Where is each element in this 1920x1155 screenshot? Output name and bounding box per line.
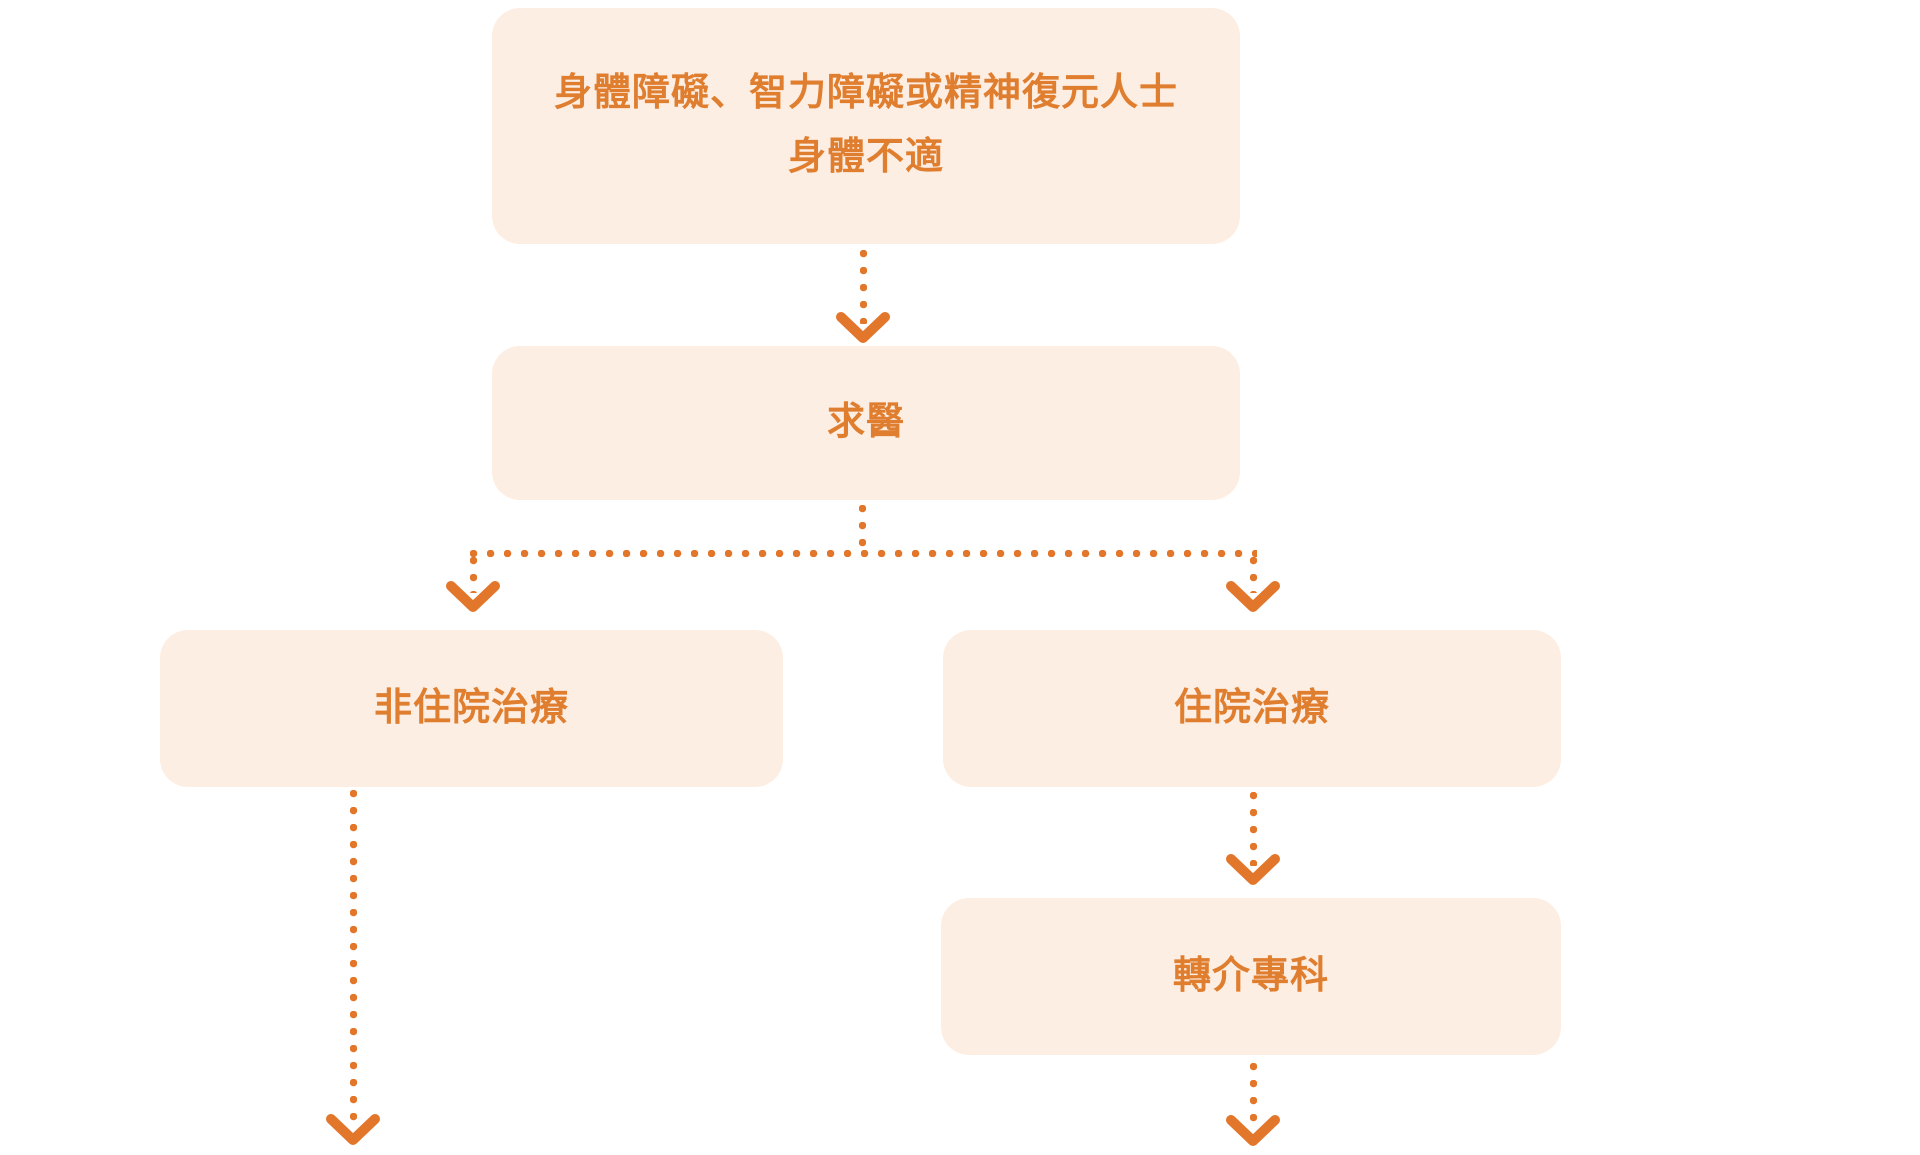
chevron-down-icon xyxy=(836,312,890,343)
chevron-down-icon xyxy=(326,1114,380,1145)
arrow-split-to-hospital xyxy=(1225,557,1281,615)
arrow-hospital-to-referral xyxy=(1225,792,1281,888)
node-condition-line-2: 身體不適 xyxy=(787,136,944,178)
node-non-hospital-treatment-label: 非住院治療 xyxy=(373,686,569,729)
node-referral-specialist: 轉介專科 xyxy=(941,898,1561,1055)
node-hospital-treatment: 住院治療 xyxy=(943,630,1561,787)
split-stub-connector xyxy=(859,505,866,549)
chevron-down-icon xyxy=(1226,854,1280,885)
chevron-down-icon xyxy=(1226,1115,1280,1146)
arrow-non-hospital-continue xyxy=(325,790,381,1148)
node-seek-medical-label: 求醫 xyxy=(826,401,905,444)
node-seek-medical: 求醫 xyxy=(492,346,1240,500)
dotted-connector xyxy=(859,250,867,324)
node-condition: 身體障礙、智力障礙或精神復元人士 身體不適 xyxy=(492,8,1240,244)
dotted-connector xyxy=(1249,792,1257,866)
arrow-split-to-non-hospital xyxy=(445,557,501,615)
node-non-hospital-treatment: 非住院治療 xyxy=(160,630,783,787)
chevron-down-icon xyxy=(1226,581,1280,612)
split-horizontal-connector xyxy=(470,550,1257,557)
chevron-down-icon xyxy=(446,581,500,612)
dotted-connector xyxy=(1249,1063,1257,1127)
dotted-connector xyxy=(349,790,357,1126)
node-referral-specialist-label: 轉介專科 xyxy=(1172,954,1329,997)
dotted-connector xyxy=(1249,557,1257,593)
arrow-condition-to-seek xyxy=(835,250,891,346)
arrow-referral-continue xyxy=(1225,1063,1281,1149)
node-condition-line-1: 身體障礙、智力障礙或精神復元人士 xyxy=(553,72,1178,115)
node-hospital-treatment-label: 住院治療 xyxy=(1173,686,1330,729)
dotted-connector xyxy=(469,557,477,593)
